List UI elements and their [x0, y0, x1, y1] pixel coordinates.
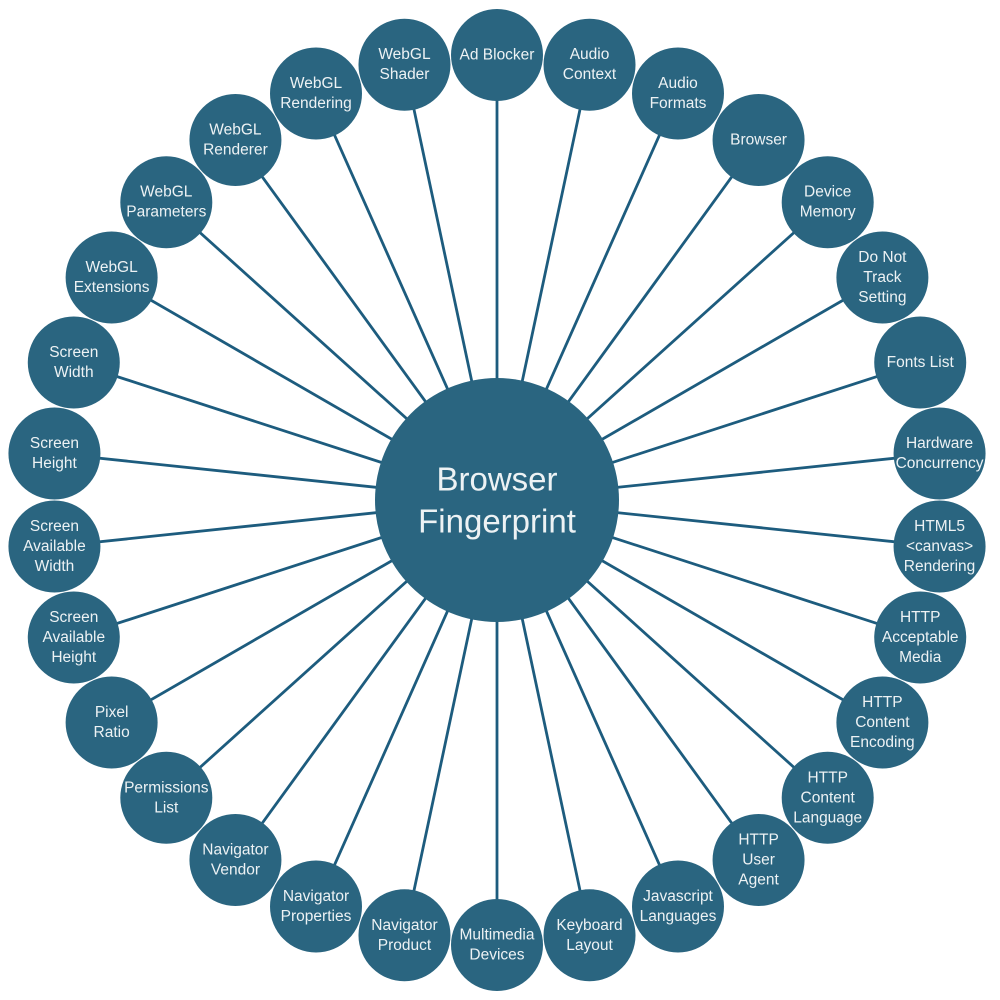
node-circle-navigator-product: [358, 889, 451, 982]
node-circle-audio-formats: [631, 47, 724, 140]
diagram-node-html5-canvas-rendering: HTML5<canvas>Rendering: [893, 500, 986, 593]
node-circle-webgl-shader: [358, 18, 451, 111]
node-circle-hardware-concurrency: [893, 407, 986, 500]
node-circle-screen-available-width: [8, 500, 101, 593]
node-label-ad-blocker: Ad Blocker: [460, 47, 535, 64]
diagram-node-ad-blocker: Ad Blocker: [451, 9, 543, 101]
node-label-browser: Browser: [730, 131, 787, 148]
node-circle-webgl-rendering: [270, 47, 363, 140]
node-circle-http-content-language: [781, 751, 874, 844]
node-circle-screen-height: [8, 407, 101, 500]
node-circle-browser: [712, 93, 805, 186]
node-circle-ad-blocker: [451, 9, 543, 101]
diagram-node-fonts-list: Fonts List: [874, 316, 967, 409]
center-circle: [375, 378, 619, 622]
node-circle-fonts-list: [874, 316, 967, 409]
node-circle-webgl-parameters: [120, 156, 213, 249]
node-circle-keyboard-layout: [543, 889, 636, 982]
node-label-fonts-list: Fonts List: [887, 354, 955, 371]
node-circle-device-memory: [781, 156, 874, 249]
node-label-html5-canvas-rendering: HTML5<canvas>Rendering: [904, 518, 976, 575]
node-circle-multimedia-devices: [451, 899, 543, 991]
node-circle-webgl-renderer: [189, 93, 282, 186]
node-circle-audio-context: [543, 18, 636, 111]
node-circle-screen-width: [27, 316, 120, 409]
node-circle-html5-canvas-rendering: [893, 500, 986, 593]
diagram-node-browser: Browser: [712, 93, 805, 186]
node-circle-navigator-vendor: [189, 814, 282, 907]
node-circle-pixel-ratio: [65, 676, 158, 769]
node-circle-do-not-track-setting: [836, 231, 929, 324]
node-circle-http-content-encoding: [836, 676, 929, 769]
node-circle-webgl-extensions: [65, 231, 158, 324]
node-circle-http-user-agent: [712, 814, 805, 907]
node-circle-http-acceptable-media: [874, 591, 967, 684]
node-circle-navigator-properties: [270, 860, 363, 953]
node-circle-screen-available-height: [27, 591, 120, 684]
node-circle-javascript-languages: [631, 860, 724, 953]
node-circle-permissions-list: [120, 751, 213, 844]
